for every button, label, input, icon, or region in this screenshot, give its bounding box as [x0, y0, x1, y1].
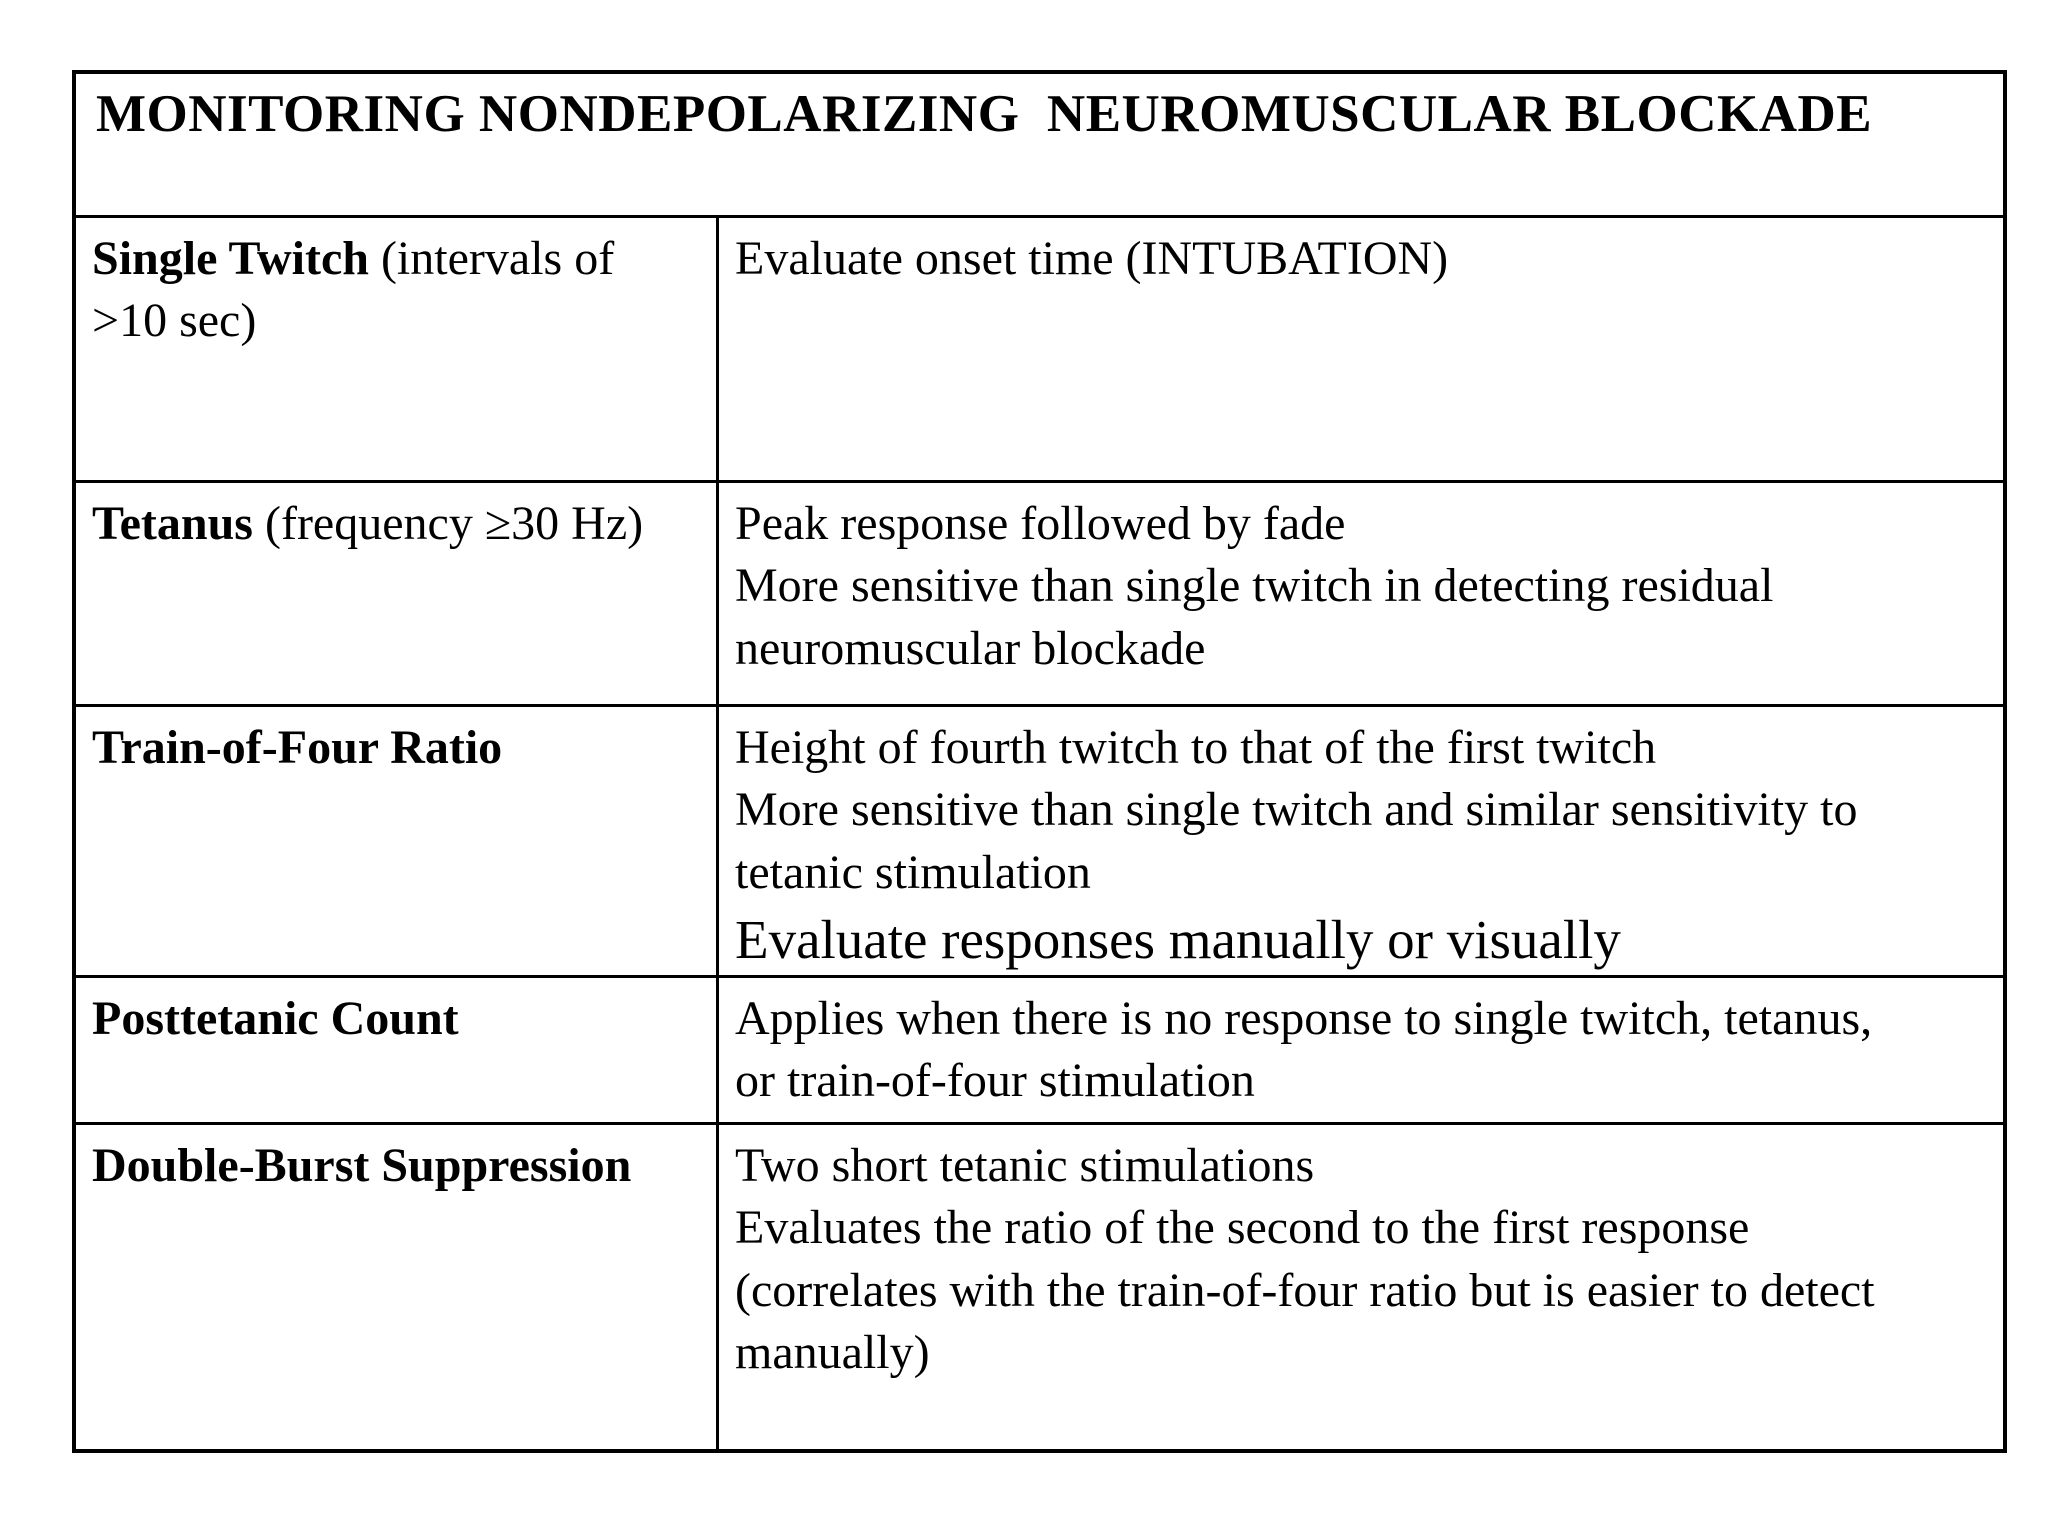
description-cell-posttetanic-count: Applies when there is no response to sin…: [719, 978, 2003, 1125]
method-cell-posttetanic-count: Posttetanic Count: [76, 978, 719, 1125]
description-cell-single-twitch: Evaluate onset time (INTUBATION): [719, 218, 2003, 483]
description-cell-tetanus: Peak response followed by fade More sens…: [719, 483, 2003, 707]
description-line: Applies when there is no response to sin…: [735, 992, 1873, 1108]
method-qualifier: (intervals of >10 sec): [92, 232, 615, 348]
description-line: Evaluates the ratio of the second to the…: [735, 1201, 1875, 1380]
description-line-emphasized: Evaluate responses manually or visually: [735, 909, 1621, 971]
method-cell-tetanus: Tetanus (frequency ≥30 Hz): [76, 483, 719, 707]
description-line: Two short tetanic stimulations: [735, 1139, 1315, 1192]
description-line: More sensitive than single twitch in det…: [735, 559, 1774, 675]
method-cell-double-burst-suppression: Double-Burst Suppression: [76, 1125, 719, 1449]
description-line: Height of fourth twitch to that of the f…: [735, 721, 1657, 774]
method-qualifier: (frequency ≥30 Hz): [252, 497, 644, 550]
method-cell-single-twitch: Single Twitch (intervals of >10 sec): [76, 218, 719, 483]
method-name: Posttetanic Count: [92, 992, 459, 1045]
description-line: Evaluate onset time (INTUBATION): [735, 232, 1449, 285]
method-name: Tetanus: [92, 497, 253, 550]
table-title: MONITORING NONDEPOLARIZING NEUROMUSCULAR…: [76, 74, 2003, 218]
description-line: Peak response followed by fade: [735, 497, 1346, 550]
method-name: Single Twitch: [92, 232, 369, 285]
description-cell-train-of-four-ratio: Height of fourth twitch to that of the f…: [719, 707, 2003, 978]
description-line: More sensitive than single twitch and si…: [735, 783, 1858, 899]
method-cell-train-of-four-ratio: Train-of-Four Ratio: [76, 707, 719, 978]
method-name: Double-Burst Suppression: [92, 1139, 632, 1192]
monitoring-table: MONITORING NONDEPOLARIZING NEUROMUSCULAR…: [72, 70, 2007, 1453]
description-cell-double-burst-suppression: Two short tetanic stimulations Evaluates…: [719, 1125, 2003, 1449]
method-name: Train-of-Four Ratio: [92, 721, 503, 774]
